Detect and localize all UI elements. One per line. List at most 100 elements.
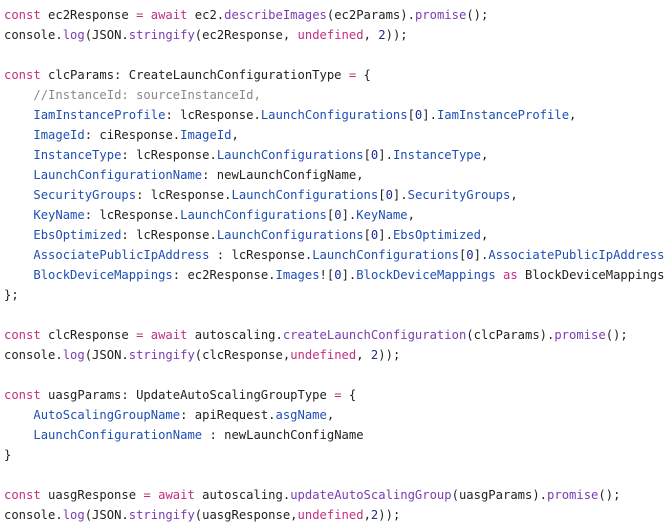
- code-token: =: [334, 388, 342, 402]
- code-token: Images: [275, 268, 320, 282]
- code-token: ));: [385, 28, 408, 42]
- code-token: ImageId: [33, 128, 85, 142]
- code-token: (clcParams).: [466, 328, 555, 342]
- code-token: 0: [370, 148, 379, 162]
- code-line: ImageId: ciResponse.ImageId,: [0, 125, 664, 145]
- code-token: (JSON.: [84, 348, 129, 362]
- code-token: console.: [4, 508, 63, 522]
- code-token: describeImages: [224, 8, 327, 22]
- code-token: console.: [4, 28, 63, 42]
- code-token: 0: [334, 268, 342, 282]
- code-token: LaunchConfigurations: [312, 248, 459, 262]
- code-token: AssociatePublicIpAddress: [33, 248, 210, 262]
- code-token: KeyName: [33, 208, 85, 222]
- code-token: LaunchConfigurations: [216, 228, 364, 242]
- code-line: }: [0, 445, 664, 465]
- code-token: (uasgParams).: [451, 488, 548, 502]
- code-token: 2: [370, 508, 379, 522]
- code-token: KeyName: [356, 208, 408, 222]
- code-token: : ec2Response.: [172, 268, 276, 282]
- code-token: ,: [510, 188, 518, 202]
- code-token: : lcResponse.: [209, 248, 313, 262]
- code-token: };: [4, 288, 19, 302]
- code-token: log: [62, 28, 85, 42]
- code-token: ec2Response: [40, 8, 137, 22]
- code-token: ,: [481, 228, 489, 242]
- code-token: promise: [414, 8, 467, 22]
- code-line: [0, 365, 664, 385]
- code-token: =: [136, 328, 144, 342]
- code-token: ();: [605, 328, 628, 342]
- code-token: LaunchConfigurations: [231, 188, 379, 202]
- code-token: const: [4, 328, 41, 342]
- code-token: [4, 128, 33, 142]
- code-token: : lcResponse.: [165, 108, 261, 122]
- code-line: const clcParams: CreateLaunchConfigurati…: [0, 65, 664, 85]
- code-token: ,: [231, 128, 239, 142]
- code-token: await: [143, 328, 188, 342]
- code-token: : apiRequest.: [180, 408, 276, 422]
- code-token: (clcResponse,: [194, 348, 291, 362]
- code-token: : lcResponse.: [121, 228, 217, 242]
- code-token: IamInstanceProfile: [33, 108, 166, 122]
- code-token: [4, 168, 33, 182]
- code-line: AssociatePublicIpAddress : lcResponse.La…: [0, 245, 664, 265]
- code-token: BlockDeviceMappings: [517, 268, 664, 282]
- code-token: ,: [569, 108, 577, 122]
- code-token: [: [458, 248, 467, 262]
- code-token: stringify: [128, 28, 195, 42]
- code-token: createLaunchConfiguration: [282, 328, 467, 342]
- code-token: ].: [392, 188, 408, 202]
- code-token: [: [326, 208, 335, 222]
- code-token: SecurityGroups: [407, 188, 511, 202]
- code-token: EbsOptimized: [33, 228, 122, 242]
- code-token: : ciResponse.: [84, 128, 181, 142]
- code-line: LaunchConfigurationName : newLaunchConfi…: [0, 425, 664, 445]
- code-token: [4, 428, 33, 442]
- code-line: [0, 465, 664, 485]
- code-token: const: [4, 488, 41, 502]
- code-token: updateAutoScalingGroup: [290, 488, 452, 502]
- code-token: const: [4, 8, 41, 22]
- code-token: 0: [385, 188, 393, 202]
- code-token: 0: [334, 208, 342, 222]
- code-token: [4, 228, 33, 242]
- code-token: ,: [363, 508, 371, 522]
- code-token: LaunchConfigurations: [180, 208, 327, 222]
- code-token: (ec2Params).: [326, 8, 415, 22]
- code-token: await: [150, 488, 195, 502]
- code-token: stringify: [128, 508, 195, 522]
- code-token: [4, 408, 33, 422]
- code-token: AssociatePublicIpAddress: [488, 248, 664, 262]
- code-token: : newLaunchConfigName,: [202, 168, 364, 182]
- code-token: 0: [466, 248, 474, 262]
- code-line: console.log(JSON.stringify(ec2Response, …: [0, 25, 664, 45]
- code-token: : lcResponse.: [136, 188, 232, 202]
- code-token: (JSON.: [84, 508, 129, 522]
- code-token: ));: [378, 508, 401, 522]
- code-token: ,: [407, 208, 415, 222]
- code-token: LaunchConfigurationName: [33, 168, 203, 182]
- code-token: uasgResponse: [40, 488, 144, 502]
- code-line: console.log(JSON.stringify(clcResponse,u…: [0, 345, 664, 365]
- code-token: ].: [341, 208, 357, 222]
- code-token: await: [143, 8, 188, 22]
- code-token: [4, 108, 33, 122]
- code-token: undefined: [297, 28, 364, 42]
- code-token: (uasgResponse,: [194, 508, 298, 522]
- code-token: {: [341, 388, 357, 402]
- code-token: [: [363, 228, 371, 242]
- code-line: const ec2Response = await ec2.describeIm…: [0, 5, 664, 25]
- code-token: promise: [547, 488, 599, 502]
- code-line: InstanceType: lcResponse.LaunchConfigura…: [0, 145, 664, 165]
- code-line: [0, 305, 664, 325]
- code-token: (ec2Response,: [194, 28, 298, 42]
- code-token: clcParams: CreateLaunchConfigurationType: [40, 68, 349, 82]
- code-token: ));: [378, 348, 401, 362]
- code-token: : lcResponse.: [121, 148, 217, 162]
- code-token: LaunchConfigurations: [260, 108, 408, 122]
- code-line: AutoScalingGroupName: apiRequest.asgName…: [0, 405, 664, 425]
- code-token: BlockDeviceMappings: [356, 268, 496, 282]
- code-token: [4, 188, 33, 202]
